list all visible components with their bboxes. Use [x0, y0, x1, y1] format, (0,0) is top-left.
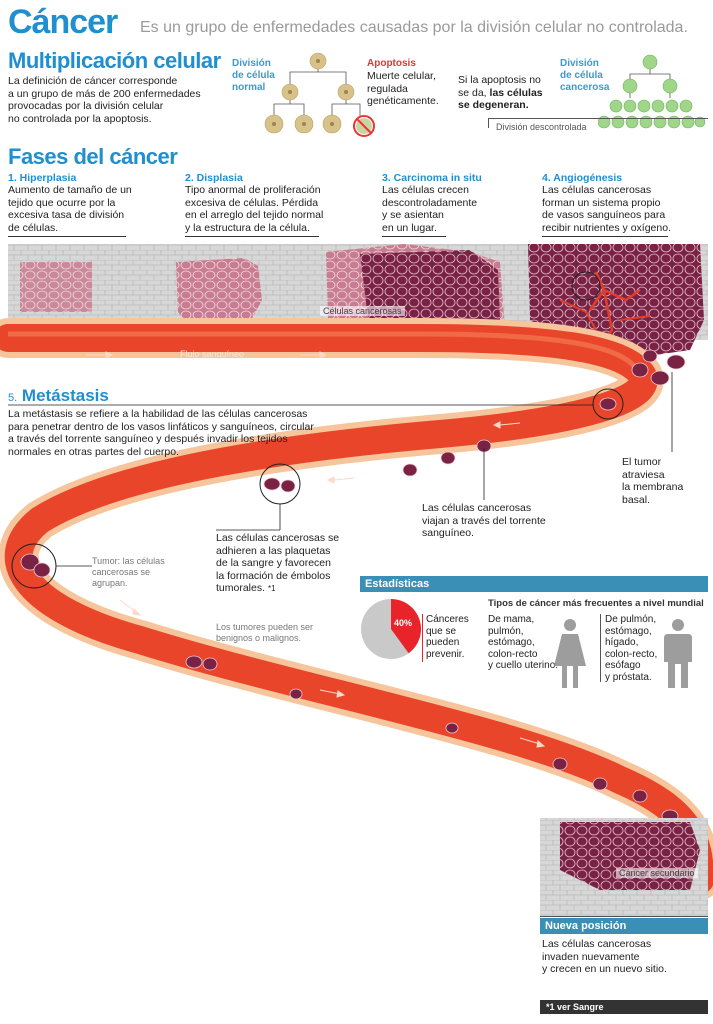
normal-division-label: División de célula normal	[232, 58, 275, 93]
cancer-division-label: División de célula cancerosa	[560, 58, 610, 93]
page-title: Cáncer	[8, 3, 118, 41]
cancer-division-diagram	[598, 54, 706, 129]
man-icon	[664, 619, 692, 688]
cancer-cells-tag: Células cancerosas	[320, 306, 405, 316]
footer-note: *1 ver Sangre	[540, 1000, 708, 1014]
tumor-crosses-note: El tumor atraviesa la membrana basal.	[622, 456, 684, 506]
multiplication-heading: Multiplicación celular	[8, 48, 221, 73]
stats-heading: Estadísticas	[360, 576, 708, 592]
stage-dysplasia: 2. Displasia Tipo anormal de proliferaci…	[185, 172, 324, 234]
men-cancer-list: De pulmón, estómago, hígado, colon-recto…	[605, 614, 658, 683]
multiplication-intro: La definición de cáncer corresponde a un…	[8, 75, 201, 125]
uncontrolled-label: División descontrolada	[496, 122, 587, 132]
pie-slice-preventable	[391, 599, 421, 654]
secondary-cancer-tag: Cáncer secundario	[616, 868, 698, 878]
stage-hyperplasia: 1. Hiperplasia Aumento de tamaño de un t…	[8, 172, 132, 234]
benign-note: Los tumores pueden ser benignos o malign…	[216, 622, 314, 643]
metastasis-text: La metástasis se refiere a la habilidad …	[8, 408, 314, 458]
metastasis-heading: 5. Metástasis	[8, 386, 109, 405]
new-position-text: Las células cancerosas invaden nuevament…	[542, 938, 667, 975]
stage-carcinoma: 3. Carcinoma in situ Las células crecen …	[382, 172, 482, 234]
page-subtitle: Es un grupo de enfermedades causadas por…	[140, 19, 688, 36]
pie-percent-label: 40%	[394, 618, 413, 628]
preventable-pie-chart	[361, 599, 421, 659]
woman-icon	[554, 619, 586, 688]
degeneration-note: Si la apoptosis no se da, las células se…	[458, 74, 543, 111]
adhere-note: Las células cancerosas se adhieren a las…	[216, 532, 340, 594]
pie-caption: Cánceres que se pueden prevenir.	[426, 614, 469, 660]
new-position-heading: Nueva posición	[540, 918, 708, 934]
frequent-types-title: Tipos de cáncer más frecuentes a nivel m…	[488, 598, 704, 609]
women-cancer-list: De mama, pulmón, estómago, colon-recto y…	[488, 614, 559, 671]
stage-angiogenesis: 4. Angiogénesis Las células cancerosas f…	[542, 172, 671, 234]
uncontrolled-bracket	[488, 118, 708, 128]
tumor-group-note: Tumor: las células cancerosas se agrupan…	[92, 556, 165, 588]
apoptosis-cell-icon	[353, 115, 375, 137]
travel-note: Las células cancerosas viajan a través d…	[422, 502, 546, 539]
normal-division-diagram	[264, 52, 375, 137]
blood-flow-tag: Flujo sanguíneo	[180, 349, 245, 359]
phases-heading: Fases del cáncer	[8, 144, 178, 169]
apoptosis-block: Apoptosis Muerte celular, regulada genét…	[367, 58, 439, 107]
